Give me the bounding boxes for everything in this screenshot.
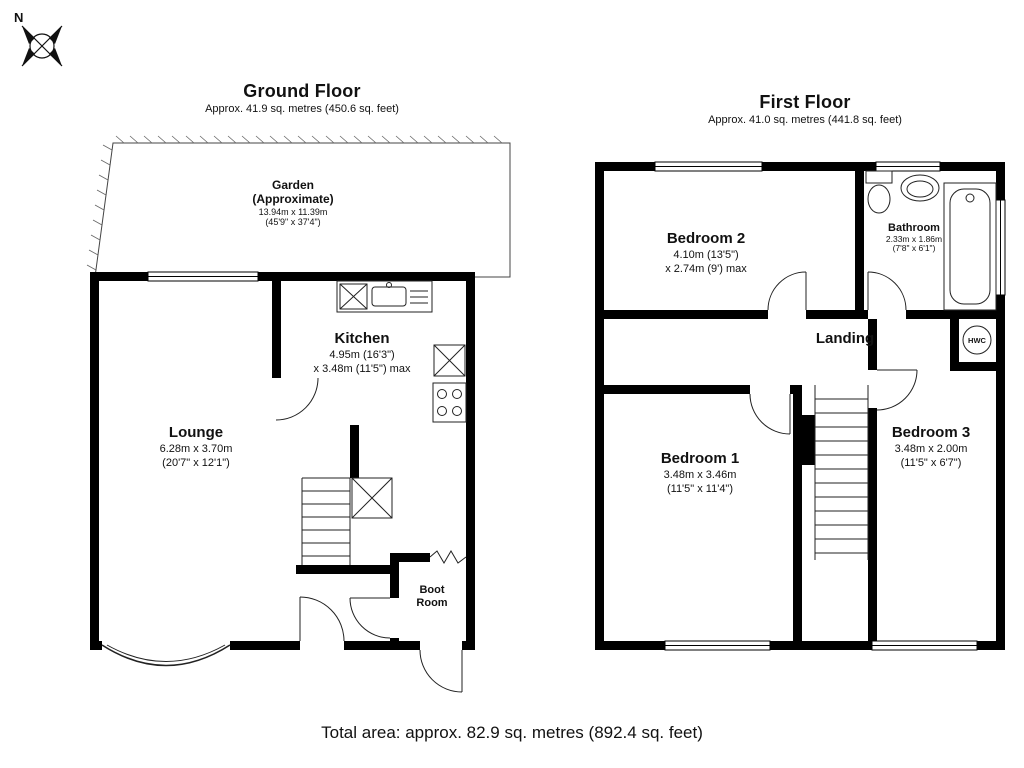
bedroom1-name: Bedroom 1 [660, 450, 740, 467]
bay-window [101, 644, 231, 667]
bedroom2-name: Bedroom 2 [666, 230, 746, 247]
appliance-icon [339, 283, 368, 310]
larder-icon [433, 344, 466, 377]
garden-qualifier: (Approximate) [252, 191, 334, 206]
ground-floor-subtitle: Approx. 41.9 sq. metres (450.6 sq. feet) [205, 102, 399, 115]
garden-dim-imperial: (45'9" x 37'4") [265, 216, 321, 227]
bath-tap-icon [965, 193, 975, 203]
basin-icon [900, 174, 940, 202]
kitchen-dim1: 4.95m (16'3") [329, 348, 395, 361]
wall-break-symbol [429, 550, 467, 564]
total-area-footer: Total area: approx. 82.9 sq. metres (892… [321, 723, 703, 742]
bedroom3-label: Bedroom 3 3.48m x 2.00m (11'5" x 6'7") [892, 424, 970, 470]
bathroom-name: Bathroom [888, 222, 940, 234]
bedroom2-dim1: 4.10m (13'5") [673, 248, 739, 261]
boot-room-name2: Room [416, 596, 448, 609]
ground-floor-header: Ground Floor Approx. 41.9 sq. metres (45… [205, 80, 399, 116]
landing-label: Landing [815, 330, 875, 347]
bathroom-dim2: (7'8" x 6'1") [892, 243, 936, 254]
boot-room-name1: Boot [419, 584, 445, 596]
compass-north-label: N [14, 10, 24, 25]
ground-floor-title: Ground Floor [243, 81, 361, 101]
lounge-name: Lounge [168, 424, 224, 441]
chimney-breast [793, 415, 815, 465]
staircase-ground [301, 477, 393, 565]
lounge-label: Lounge 6.28m x 3.70m (20'7" x 12'1") [160, 424, 233, 470]
bedroom3-dim1: 3.48m x 2.00m [894, 442, 968, 455]
toilet-icon [867, 184, 891, 214]
staircase-first [814, 385, 869, 560]
garden-outline [86, 135, 511, 278]
tap-icon [386, 282, 392, 288]
hob-icon [432, 382, 467, 423]
boot-room-label: Boot Room [416, 584, 447, 609]
garden-name: Garden [271, 178, 314, 192]
first-floor-title: First Floor [759, 92, 851, 112]
first-walls [595, 162, 1005, 650]
hwc-icon [962, 325, 992, 355]
first-floor-subtitle: Approx. 41.0 sq. metres (441.8 sq. feet) [708, 113, 902, 126]
compass-icon [21, 25, 63, 67]
bedroom3-name: Bedroom 3 [891, 424, 971, 441]
bedroom1-dim2: (11'5" x 11'4") [666, 482, 734, 495]
bathroom-label: Bathroom 2.33m x 1.86m (7'8" x 6'1") [886, 222, 942, 254]
bathroom-dim1: 2.33m x 1.86m [885, 233, 943, 244]
bedroom2-label: Bedroom 2 4.10m (13'5") x 2.74m (9') max [665, 230, 747, 276]
understairs-cupboard [351, 477, 393, 519]
bedroom1-label: Bedroom 1 3.48m x 3.46m (11'5" x 11'4") [661, 450, 739, 496]
ground-floor-plan [86, 135, 511, 693]
first-floor-plan [595, 161, 1006, 651]
garden-dim-metric: 13.94m x 11.39m [258, 206, 328, 217]
lounge-dim2: (20'7" x 12'1") [162, 456, 230, 469]
kitchen-name: Kitchen [334, 330, 390, 347]
toilet-cistern-icon [865, 170, 893, 184]
first-floor-header: First Floor Approx. 41.0 sq. metres (441… [708, 91, 902, 127]
lounge-dim1: 6.28m x 3.70m [159, 442, 233, 455]
bathtub-icon [943, 182, 997, 311]
bedroom2-dim2: x 2.74m (9') max [665, 262, 747, 275]
ground-walls [90, 272, 475, 650]
first-doors [749, 271, 918, 435]
hwc-label: HWC [968, 336, 986, 345]
garden-label: Garden (Approximate) 13.94m x 11.39m (45… [252, 178, 334, 227]
kitchen-label: Kitchen 4.95m (16'3") x 3.48m (11'5") ma… [314, 330, 411, 376]
kitchen-fixtures [336, 280, 467, 423]
ground-doors [275, 377, 463, 693]
bedroom1-dim1: 3.48m x 3.46m [663, 468, 737, 481]
bathroom-fixtures [865, 170, 997, 311]
kitchen-dim2: x 3.48m (11'5") max [313, 362, 411, 375]
ground-windows [147, 271, 259, 282]
drainer-icon [410, 290, 428, 304]
bedroom3-dim2: (11'5" x 6'7") [900, 456, 962, 469]
